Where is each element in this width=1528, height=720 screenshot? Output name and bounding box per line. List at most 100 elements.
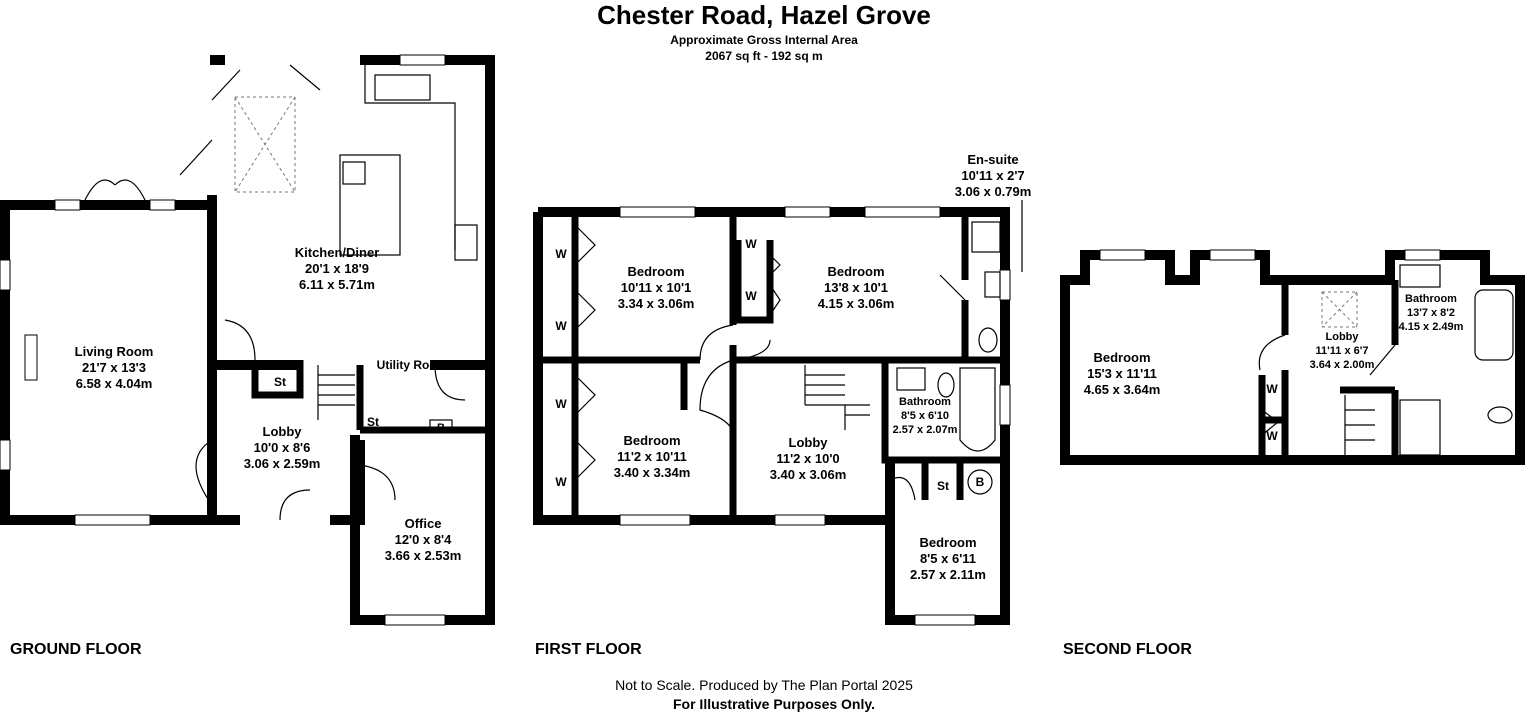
window xyxy=(0,259,11,291)
room-name: Office xyxy=(405,516,442,531)
room-size-metric: 3.06 x 2.59m xyxy=(244,456,321,471)
room-size-imperial: 8'5 x 6'10 xyxy=(901,410,949,422)
basin-icon xyxy=(984,271,1001,298)
wardrobe-label: W xyxy=(555,247,567,261)
stairs xyxy=(1344,395,1375,460)
door-swings xyxy=(699,274,966,501)
room-name: Lobby xyxy=(263,424,303,439)
room-size-imperial: 13'7 x 8'2 xyxy=(1407,307,1455,319)
wardrobe-label: W xyxy=(1266,382,1278,396)
room-name: Bathroom xyxy=(899,396,951,408)
door-swings xyxy=(1258,334,1396,436)
stairs xyxy=(804,365,870,430)
wardrobe-label: W xyxy=(555,475,567,489)
room-size-imperial: 10'11 x 2'7 xyxy=(961,168,1024,183)
wardrobe-label: W xyxy=(1266,429,1278,443)
toilet-icon xyxy=(978,327,998,353)
room-name: Lobby xyxy=(789,435,829,450)
storage-label: St xyxy=(367,415,379,429)
room-size-imperial: 11'11 x 6'7 xyxy=(1316,345,1369,357)
room-size-imperial: 11'2 x 10'0 xyxy=(776,451,839,466)
window xyxy=(399,54,446,66)
wardrobe-label: W xyxy=(745,237,757,251)
stairs xyxy=(317,365,355,420)
skylight-cross xyxy=(234,96,296,193)
skylight xyxy=(234,96,296,193)
room-size-metric: 3.66 x 2.53m xyxy=(385,548,462,563)
window xyxy=(864,206,941,218)
room-size-imperial: 8'5 x 6'11 xyxy=(920,551,976,566)
shower-icon xyxy=(1399,399,1441,456)
wardrobe-label: W xyxy=(555,397,567,411)
window xyxy=(784,206,831,218)
room-size-metric: 6.11 x 5.71m xyxy=(299,277,375,292)
floor-label: SECOND FLOOR xyxy=(1063,641,1192,658)
plan-subtitle: Approximate Gross Internal Area xyxy=(670,33,858,47)
floor-label: GROUND FLOOR xyxy=(10,641,142,658)
window xyxy=(914,614,976,626)
room-name: Kitchen/Diner xyxy=(295,245,380,260)
plan-title: Chester Road, Hazel Grove xyxy=(597,0,931,30)
room-size-imperial: 15'3 x 11'11 xyxy=(1087,366,1157,381)
floor-label: FIRST FLOOR xyxy=(535,641,642,658)
boiler-label: B xyxy=(976,475,985,489)
window xyxy=(0,439,11,471)
kitchen-island xyxy=(339,154,401,256)
room-name: Bedroom xyxy=(623,433,680,448)
room-name: Bedroom xyxy=(1093,350,1150,365)
storage-label: St xyxy=(274,375,286,389)
window xyxy=(1209,249,1256,261)
skylight xyxy=(1321,291,1358,328)
room-size-imperial: 10'0 x 8'6 xyxy=(254,440,311,455)
window xyxy=(1099,249,1146,261)
door-swing xyxy=(359,464,396,501)
internal-walls xyxy=(251,360,490,434)
room-size-metric: 4.15 x 2.49m xyxy=(1399,321,1464,333)
basin-icon xyxy=(896,367,926,391)
wardrobe-label: W xyxy=(555,319,567,333)
room-name: Bedroom xyxy=(827,264,884,279)
room-name: En-suite xyxy=(967,152,1018,167)
internal-walls xyxy=(1258,280,1399,460)
office-walls xyxy=(350,365,495,625)
toilet-icon xyxy=(937,372,955,398)
window xyxy=(619,206,696,218)
room-size-imperial: 10'11 x 10'1 xyxy=(621,280,692,295)
kitchen-walls xyxy=(207,55,495,370)
shower-icon xyxy=(971,221,1001,253)
room-size-metric: 3.34 x 3.06m xyxy=(618,296,695,311)
wardrobe-label: W xyxy=(745,289,757,303)
ground-floor: Kitchen/Diner 20'1 x 18'9 6.11 x 5.71m L… xyxy=(0,54,495,658)
room-name: Bedroom xyxy=(919,535,976,550)
room-size-metric: 3.40 x 3.34m xyxy=(614,465,691,480)
kitchen-sink-icon xyxy=(374,74,431,101)
bifold-doors xyxy=(179,64,321,176)
first-floor: En-suite 10'11 x 2'7 3.06 x 0.79m Bedroo… xyxy=(533,152,1032,658)
room-name: Bedroom xyxy=(627,264,684,279)
boiler xyxy=(429,419,453,433)
room-size-metric: 6.58 x 4.04m xyxy=(76,376,153,391)
boiler-label: B xyxy=(437,422,445,434)
room-size-imperial: 20'1 x 18'9 xyxy=(305,261,369,276)
room-size-metric: 2.57 x 2.11m xyxy=(910,567,986,582)
plan-area: 2067 sq ft - 192 sq m xyxy=(705,49,822,63)
boiler-icon xyxy=(967,469,993,495)
room-name: Bathroom xyxy=(1405,293,1457,305)
window xyxy=(54,199,81,211)
bath-icon xyxy=(1474,289,1514,361)
door-swing xyxy=(224,319,256,361)
room-size-metric: 3.40 x 3.06m xyxy=(770,467,847,482)
island-sink-icon xyxy=(342,161,366,185)
french-doors xyxy=(84,179,146,201)
room-name: Utility Room xyxy=(377,358,448,372)
room-size-metric: 3.06 x 0.79m xyxy=(955,184,1032,199)
room-name: Lobby xyxy=(1326,331,1360,343)
room-size-metric: 4.15 x 3.06m xyxy=(818,296,895,311)
toilet-icon xyxy=(1487,406,1513,424)
worktop xyxy=(364,65,456,250)
window xyxy=(1404,249,1441,261)
window xyxy=(999,384,1011,426)
hob-icon xyxy=(454,224,478,261)
room-size-metric: 4.65 x 3.64m xyxy=(1084,382,1161,397)
